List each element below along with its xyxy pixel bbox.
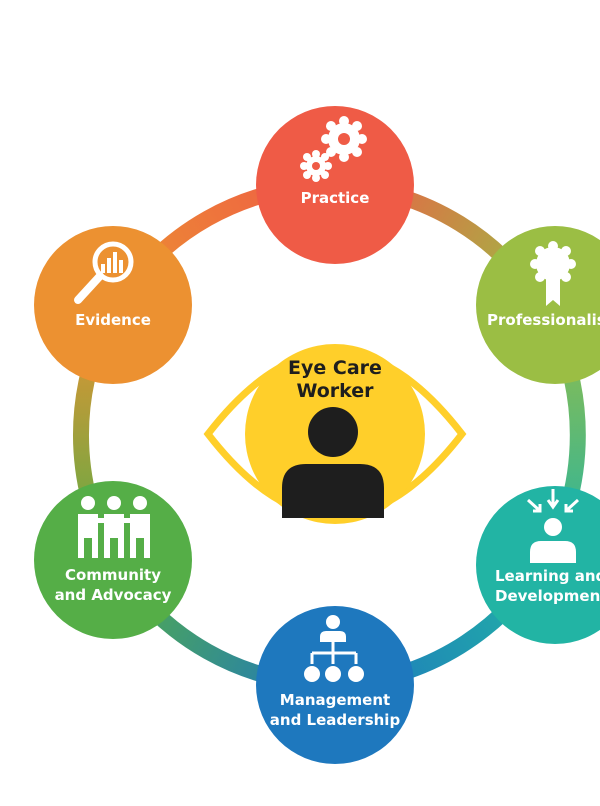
- center-title-line2: Worker: [296, 380, 374, 402]
- label-community-line2: and Advocacy: [54, 586, 172, 604]
- label-community-line1: Community: [64, 566, 162, 584]
- label-evidence-line1: Evidence: [75, 311, 151, 329]
- magnifier-chart-icon: [74, 241, 134, 304]
- label-professionalism: Professionalism: [487, 310, 600, 330]
- label-management: Management and Leadership: [245, 690, 425, 730]
- label-community: Community and Advocacy: [33, 565, 193, 605]
- label-learning-line2: Development: [495, 587, 600, 605]
- center-eye: [203, 344, 467, 524]
- node-community: [34, 481, 192, 639]
- label-evidence: Evidence: [33, 310, 193, 330]
- node-practice: [256, 106, 414, 264]
- center-title-line1: Eye Care: [288, 357, 382, 379]
- node-professionalism: [476, 226, 600, 384]
- node-management: [256, 606, 414, 764]
- label-professionalism-line1: Professionalism: [487, 311, 600, 329]
- gears-icon: [300, 116, 367, 182]
- center-title: Eye Care Worker: [255, 357, 415, 403]
- label-management-line1: Management: [279, 691, 391, 709]
- label-learning: Learning and Development: [495, 566, 600, 606]
- node-evidence: [34, 226, 192, 384]
- group-of-people-icon: [78, 496, 150, 558]
- org-chart-icon: [304, 615, 364, 682]
- learner-icon: [526, 489, 580, 563]
- label-learning-line1: Learning and: [495, 567, 600, 585]
- label-practice-line1: Practice: [300, 189, 370, 207]
- node-learning: [476, 486, 600, 644]
- label-practice: Practice: [255, 188, 415, 208]
- label-management-line2: and Leadership: [269, 711, 401, 729]
- award-rosette-icon: [530, 241, 576, 306]
- person-icon: [282, 407, 384, 518]
